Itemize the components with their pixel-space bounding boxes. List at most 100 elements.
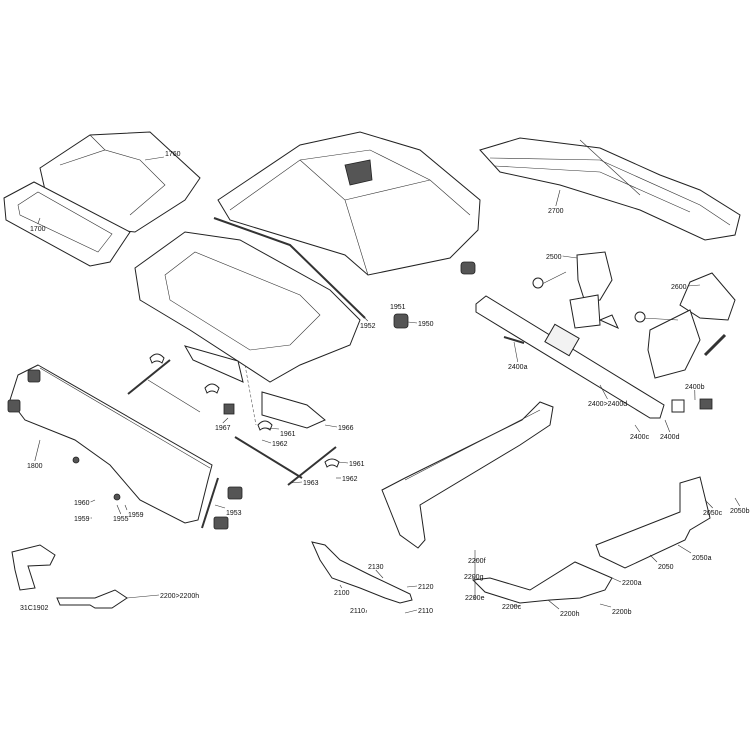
- callout-1955: 1955: [113, 516, 129, 523]
- leader-line: [687, 284, 701, 287]
- callout-1960: 1960: [74, 500, 90, 507]
- leader-line: [664, 419, 671, 433]
- callout-2200g: 2200g: [464, 574, 484, 581]
- reference-code: 31C1902: [20, 605, 49, 612]
- leader-line: [261, 439, 272, 444]
- callout-2200b: 2200b: [612, 609, 632, 616]
- leader-line: [599, 384, 608, 400]
- callout-2050b: 2050b: [730, 508, 750, 515]
- leader-line: [124, 504, 128, 511]
- leader-line: [406, 585, 418, 588]
- leader-lines: [34, 156, 741, 614]
- callout-2120: 2120: [418, 584, 434, 591]
- leader-line: [704, 499, 713, 509]
- leader-line: [339, 584, 343, 589]
- callout-1967: 1967: [215, 425, 231, 432]
- callout-1700: 1700: [30, 226, 46, 233]
- callout-2400b: 2400b: [685, 384, 705, 391]
- callout-2110: 2110: [350, 608, 365, 615]
- callout-labels: 1760 1700 2700 2500 2600 1951 1952 1950 2400a 240…: [27, 151, 750, 618]
- leader-line: [513, 341, 519, 363]
- callout-1963: 1963: [303, 480, 319, 487]
- part-1950-knob: [393, 261, 476, 329]
- part-small-bracket: [11, 544, 56, 591]
- leader-line: [407, 321, 418, 324]
- callout-2110: 2110: [418, 608, 433, 615]
- leader-line: [34, 439, 41, 462]
- leader-line: [289, 481, 303, 484]
- callout-1962: 1962: [342, 476, 358, 483]
- callout-1800: 1800: [27, 463, 43, 470]
- part-2600-seat-mount: [634, 272, 736, 379]
- callout-2200h: 2200h: [560, 611, 580, 618]
- part-2700-frame-tube: [479, 137, 741, 241]
- callout-1950: 1950: [418, 321, 434, 328]
- callout-1952: 1952: [360, 323, 376, 330]
- part-2400-crossbar: [475, 295, 713, 419]
- callout-2400-2400d: 2400>2400d: [588, 401, 627, 408]
- leader-line: [599, 603, 612, 608]
- leader-line: [404, 609, 418, 614]
- callout-2200e: 2200e: [465, 595, 485, 602]
- leader-line: [222, 417, 229, 424]
- callout-1959: 1959: [128, 512, 144, 519]
- part-2500-seat-mount: [532, 251, 620, 329]
- leader-line: [116, 504, 122, 515]
- leader-line: [555, 189, 561, 207]
- callout-1951: 1951: [390, 304, 406, 311]
- leader-line: [37, 217, 41, 225]
- part-center-skid-plate: [381, 401, 554, 549]
- callout-2400d: 2400d: [660, 434, 680, 441]
- leader-line: [677, 544, 692, 554]
- leader-line: [649, 554, 658, 563]
- part-roof-tray: [134, 231, 361, 383]
- leader-line: [734, 497, 741, 507]
- callout-2600: 2600: [671, 284, 687, 291]
- leader-line: [562, 255, 578, 259]
- callout-1961: 1961: [349, 461, 365, 468]
- callout-2130: 2130: [368, 564, 384, 571]
- part-2050-skid-plate: [595, 476, 711, 569]
- callout-2200c: 2200c: [502, 604, 522, 611]
- part-2100-bracket: [311, 541, 413, 604]
- leader-line: [375, 569, 384, 579]
- callout-2050: 2050: [658, 564, 674, 571]
- leader-line: [473, 596, 475, 599]
- leader-line: [265, 427, 280, 430]
- leader-line: [547, 599, 560, 610]
- callout-1962: 1962: [272, 441, 288, 448]
- part-1952-seal-strip: [213, 217, 366, 319]
- part-2200-skid-plate: [471, 550, 613, 604]
- callout-1961: 1961: [280, 431, 296, 438]
- leader-line: [144, 156, 165, 161]
- leader-line: [634, 424, 640, 433]
- leader-line: [126, 594, 160, 599]
- part-middle-rails: [127, 345, 340, 486]
- part-1700-tray: [3, 181, 131, 267]
- callout-1953: 1953: [226, 510, 242, 517]
- callout-2200a: 2200a: [622, 580, 642, 587]
- callout-1760: 1760: [165, 151, 181, 158]
- callout-2200-2200h: 2200>2200h: [160, 593, 199, 600]
- callout-2050c: 2050c: [703, 510, 723, 517]
- callout-2400c: 2400c: [630, 434, 650, 441]
- callout-2400a: 2400a: [508, 364, 528, 371]
- callout-2200f: 2200f: [468, 558, 486, 565]
- part-2200-bracket-left: [56, 589, 128, 609]
- leader-line: [214, 504, 226, 509]
- callout-2500: 2500: [546, 254, 562, 261]
- leader-line: [365, 609, 367, 614]
- callout-1966: 1966: [338, 425, 354, 432]
- callout-1959: 1959: [74, 516, 90, 523]
- leader-line: [324, 424, 338, 428]
- leader-line: [337, 461, 349, 464]
- callout-2100: 2100: [334, 590, 350, 597]
- part-roof-panel: [217, 131, 481, 276]
- leader-line: [611, 577, 622, 583]
- part-1800-rear-panel: [7, 364, 243, 530]
- leader-line: [90, 499, 96, 503]
- callout-2050a: 2050a: [692, 555, 712, 562]
- callout-2700: 2700: [548, 208, 564, 215]
